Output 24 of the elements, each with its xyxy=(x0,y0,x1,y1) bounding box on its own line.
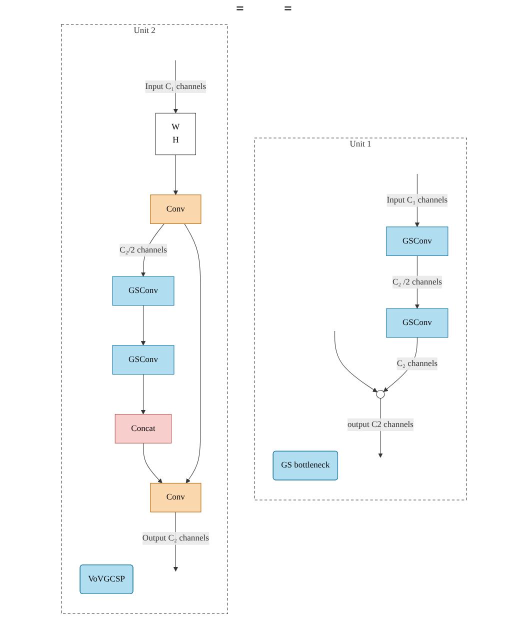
equals-sign: = xyxy=(236,2,244,18)
node-box: Conv xyxy=(150,194,202,224)
node-box: Conv xyxy=(150,482,202,512)
node-box: GSConv xyxy=(386,226,448,256)
node-circle xyxy=(376,390,385,399)
node-box: GSConv xyxy=(112,276,174,306)
node-box: GSConv xyxy=(112,345,174,375)
arrow xyxy=(184,223,201,484)
edge-label: C₂/2 channels xyxy=(120,245,167,254)
edge-label: Output C₂ channels xyxy=(142,534,209,543)
edge-label: C₂ channels xyxy=(396,359,438,368)
arrow xyxy=(140,305,146,346)
arrow xyxy=(142,442,162,484)
edge-label: C₂ /2 channels xyxy=(392,277,442,286)
node-box: GSConv xyxy=(386,308,448,338)
arrow xyxy=(140,374,146,415)
node-box: W H xyxy=(155,112,196,156)
equals-sign: = xyxy=(284,2,292,18)
edge-label: output C2 channels xyxy=(347,420,414,429)
edge-label: Input C₁ channels xyxy=(145,82,206,92)
node-box: Concat xyxy=(114,414,172,444)
arrow xyxy=(334,330,378,392)
arrow xyxy=(173,154,178,196)
edge-label: Input C₁ channels xyxy=(386,196,448,205)
